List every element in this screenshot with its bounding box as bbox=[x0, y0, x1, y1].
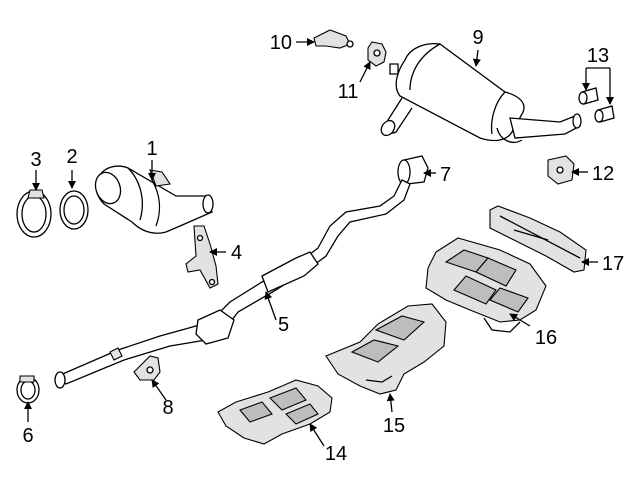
leader-8 bbox=[151, 379, 167, 401]
callout-3: 3 bbox=[30, 149, 41, 171]
tail-pipe-tips bbox=[579, 88, 614, 122]
heat-shield-14 bbox=[218, 380, 332, 444]
support-bracket-4 bbox=[186, 226, 218, 288]
hanger-bracket-10 bbox=[314, 30, 353, 48]
gasket-ring bbox=[60, 191, 88, 229]
callout-11: 11 bbox=[338, 81, 359, 103]
heat-shield-16 bbox=[426, 238, 546, 332]
leader-5 bbox=[264, 291, 277, 321]
leader-9 bbox=[472, 49, 481, 67]
pipe-clamp-6 bbox=[17, 376, 39, 403]
callout-9: 9 bbox=[472, 27, 483, 49]
intermediate-pipe bbox=[55, 180, 410, 388]
callout-10: 10 bbox=[270, 32, 292, 54]
v-band-clamp bbox=[17, 190, 51, 237]
callout-17: 17 bbox=[602, 253, 624, 275]
callout-5: 5 bbox=[278, 314, 289, 336]
callout-14: 14 bbox=[325, 443, 347, 465]
callout-7: 7 bbox=[440, 164, 451, 186]
callout-16: 16 bbox=[535, 327, 557, 349]
callout-4: 4 bbox=[231, 242, 242, 264]
callout-2: 2 bbox=[66, 146, 77, 168]
mounting-block-12 bbox=[548, 156, 574, 184]
leader-14 bbox=[309, 423, 325, 447]
callout-numbers: 1 2 3 4 5 6 7 8 9 10 11 12 13 14 15 16 1… bbox=[22, 27, 624, 465]
callout-12: 12 bbox=[592, 163, 614, 185]
leader-11 bbox=[359, 61, 371, 83]
clamp-sleeve-7 bbox=[398, 156, 428, 184]
hanger-bracket-8 bbox=[134, 356, 160, 380]
leader-lines bbox=[24, 38, 614, 447]
callout-15: 15 bbox=[383, 415, 405, 437]
heat-shield-17 bbox=[490, 206, 586, 272]
clamp-bracket-11 bbox=[368, 42, 386, 66]
leader-16 bbox=[509, 313, 531, 327]
leader-15 bbox=[386, 393, 395, 413]
callout-13: 13 bbox=[587, 45, 609, 67]
callout-8: 8 bbox=[162, 397, 173, 419]
rear-muffler bbox=[378, 44, 581, 143]
callout-6: 6 bbox=[22, 425, 33, 447]
heat-shield-15 bbox=[326, 304, 446, 394]
callout-1: 1 bbox=[146, 138, 157, 160]
